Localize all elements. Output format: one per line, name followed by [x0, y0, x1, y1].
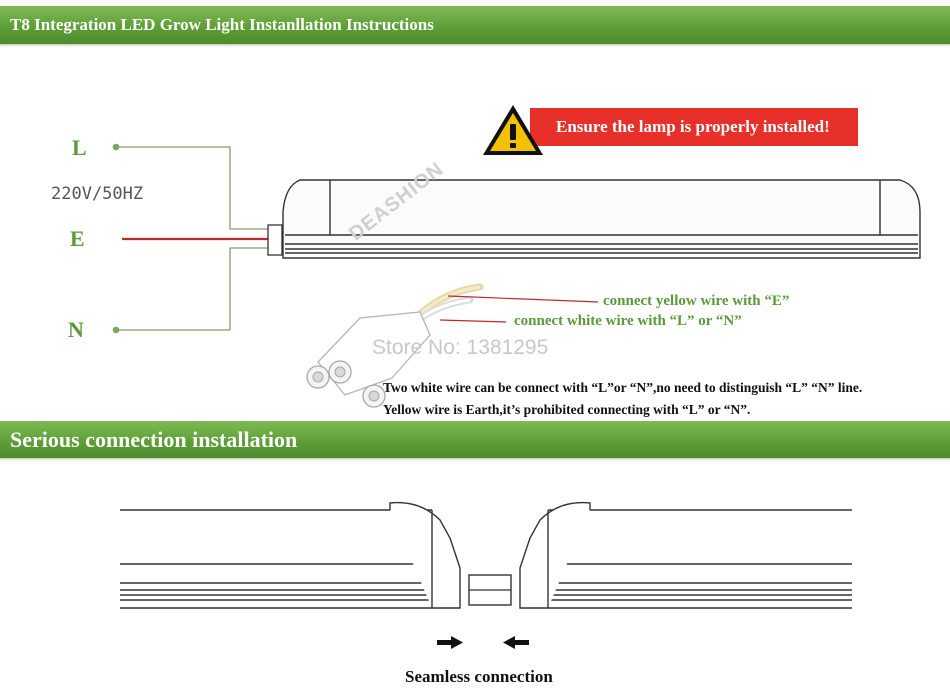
terminal-label-l: L: [72, 135, 87, 160]
arrow-right-icon: [437, 636, 463, 649]
connection-diagram: [120, 501, 852, 649]
tube-end-plug: [267, 224, 283, 256]
wire-l: [116, 146, 272, 230]
terminal-dot-n: [112, 326, 120, 334]
tube-left: [120, 501, 461, 609]
note-line-1: Two white wire can be connect with “L”or…: [383, 380, 863, 395]
note-line-2: Yellow wire is Earth,it’s prohibited con…: [383, 402, 751, 417]
pointer-white: [439, 319, 507, 323]
wire-n: [116, 247, 272, 331]
section-title: Serious connection installation: [10, 427, 298, 452]
page-title: T8 Integration LED Grow Light Instanllat…: [10, 15, 434, 34]
label-yellow-wire: connect yellow wire with “E”: [603, 293, 790, 309]
header-bar: T8 Integration LED Grow Light Instanllat…: [0, 6, 950, 44]
warning-banner: Ensure the lamp is properly installed!: [530, 108, 858, 146]
led-tube: [282, 179, 921, 259]
pointer-yellow: [447, 295, 599, 303]
voltage-label: 220V/50HZ: [51, 184, 144, 204]
tube-right: [519, 501, 852, 609]
section-bar: Serious connection installation: [0, 421, 950, 458]
wiring-diagram: [112, 143, 921, 408]
joint-connector: [468, 574, 512, 606]
warning-text: Ensure the lamp is properly installed!: [556, 117, 830, 136]
store-watermark: Store No: 1381295: [372, 336, 549, 359]
terminal-dot-l: [112, 143, 120, 151]
label-white-wire: connect white wire with “L” or “N”: [514, 313, 742, 329]
terminal-label-n: N: [68, 317, 84, 342]
connector-body: [306, 311, 431, 408]
caption-seamless: Seamless connection: [405, 667, 553, 686]
terminal-label-e: E: [70, 226, 85, 251]
warning-icon: [483, 105, 543, 155]
arrow-left-icon: [503, 636, 529, 649]
